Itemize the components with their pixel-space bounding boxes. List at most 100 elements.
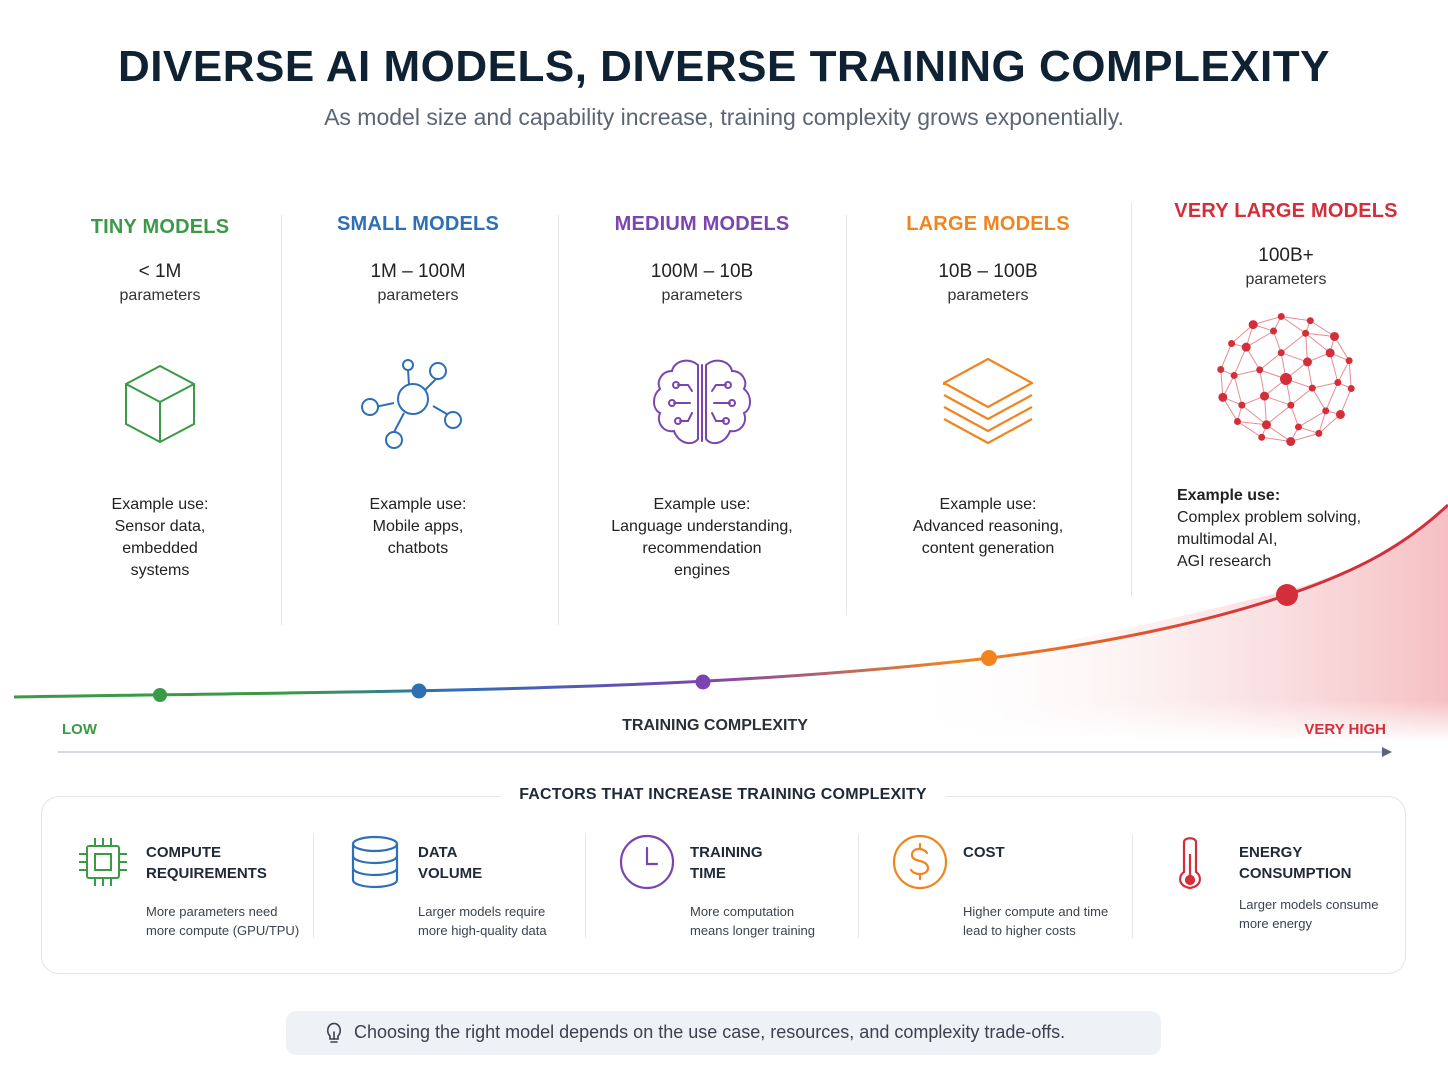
example-use-label: Example use: (653, 496, 751, 513)
axis-arrow-icon (1382, 747, 1392, 757)
factor-name-line: DATA (418, 844, 458, 861)
example-use-line: embedded (122, 540, 198, 557)
tier-very-large-models: VERY LARGE MODELS 100B+ parameters Examp… (1156, 200, 1416, 580)
sphere-node (1280, 373, 1292, 385)
column-divider (558, 215, 559, 625)
sphere-node (1258, 433, 1266, 441)
sphere-node (1347, 385, 1355, 393)
factor-desc-line: lead to higher costs (963, 923, 1076, 938)
sphere-node (1325, 348, 1335, 358)
axis-high-label: VERY HIGH (1304, 721, 1386, 738)
factor-compute-requirements: COMPUTE REQUIREMENTS More parameters nee… (41, 830, 313, 950)
factor-desc-line: More computation (690, 904, 795, 919)
sphere-node (1335, 409, 1345, 419)
sphere-node (1334, 379, 1342, 387)
factor-training-time: TRAINING TIME More computation means lon… (585, 830, 857, 950)
factor-name: TRAINING TIME (690, 842, 850, 884)
sphere-node (1256, 366, 1264, 374)
factor-divider (313, 834, 314, 938)
column-divider (281, 215, 282, 625)
note-text: Choosing the right model depends on the … (354, 1022, 1066, 1042)
factor-name-line: TIME (690, 865, 726, 882)
tier-name: VERY LARGE MODELS (1174, 200, 1398, 222)
tier-marker-tiny (153, 688, 167, 702)
tier-range: 100B+ (1258, 245, 1314, 266)
chip-icon (79, 838, 127, 886)
column-divider (1131, 202, 1132, 597)
sphere-node (1345, 357, 1353, 365)
tier-range: 10B – 100B (938, 261, 1038, 282)
dollar-coin-icon (892, 834, 948, 890)
example-use-label: Example use: (111, 496, 209, 513)
example-use-line: AGI research (1177, 553, 1272, 570)
sphere-node (1230, 371, 1238, 379)
tier-example-use: Example use: Mobile apps, chatbots (288, 494, 548, 560)
sphere-node (1270, 327, 1278, 335)
tier-marker-large (981, 650, 997, 666)
tier-example-use: Example use: Advanced reasoning, content… (858, 494, 1118, 560)
tier-params-label: parameters (661, 287, 743, 304)
sphere-node (1241, 342, 1251, 352)
tier-marker-medium (695, 674, 711, 690)
example-use-line: recommendation (642, 540, 762, 557)
factor-description: Higher compute and time lead to higher c… (963, 902, 1131, 940)
tier-params-label: parameters (1245, 271, 1327, 288)
sphere-node (1238, 401, 1246, 409)
tier-range: 100M – 10B (650, 261, 754, 282)
sphere-node (1217, 365, 1225, 373)
tier-tiny-models: TINY MODELS < 1M parameters Example use:… (30, 216, 290, 596)
database-icon (351, 835, 399, 889)
factor-name-line: COMPUTE (146, 844, 221, 861)
clock-icon (619, 834, 675, 890)
example-use-line: Sensor data, (114, 518, 206, 535)
factor-name-line: REQUIREMENTS (146, 865, 267, 882)
example-use-line: chatbots (387, 540, 449, 557)
tier-params-label: parameters (119, 287, 201, 304)
lightbulb-icon (326, 1022, 342, 1043)
example-use-line: multimodal AI, (1177, 531, 1278, 548)
factor-description: Larger models require more high-quality … (418, 902, 586, 940)
sphere-node (1277, 312, 1285, 320)
example-use-line: Advanced reasoning, (912, 518, 1064, 535)
example-use-line: Complex problem solving, (1177, 509, 1362, 526)
tier-range: < 1M (138, 261, 182, 282)
tier-name: SMALL MODELS (336, 213, 500, 235)
factor-desc-line: means longer training (690, 923, 816, 938)
factor-description: More parameters need more compute (GPU/T… (146, 902, 314, 940)
sphere-node (1233, 418, 1241, 426)
tier-example-use: Example use: Language understanding, rec… (572, 494, 832, 582)
factor-desc-line: more high-quality data (418, 923, 547, 938)
tier-name: TINY MODELS (90, 216, 230, 238)
sphere-node (1287, 401, 1295, 409)
sphere-node (1306, 317, 1314, 325)
tier-small-models: SMALL MODELS 1M – 100M parameters Exampl… (288, 213, 548, 593)
cube-icon (125, 365, 195, 443)
sphere-node (1302, 329, 1310, 337)
factor-name: DATA VOLUME (418, 842, 578, 884)
column-divider (846, 215, 847, 615)
sphere-node (1260, 391, 1270, 401)
factor-name: COST (963, 842, 1123, 863)
axis-title: TRAINING COMPLEXITY (622, 717, 808, 734)
sphere-node (1261, 420, 1271, 430)
neural-sphere-icon (1217, 312, 1355, 447)
factor-name-line: COST (963, 844, 1005, 861)
example-use-line: Language understanding, (611, 518, 793, 535)
curve-glow (900, 505, 1448, 740)
factor-desc-line: more energy (1239, 916, 1312, 931)
factor-description: More computation means longer training (690, 902, 858, 940)
curve-line (13, 503, 1448, 699)
factor-desc-line: Larger models require (418, 904, 546, 919)
factor-desc-line: More parameters need (146, 904, 278, 919)
tier-medium-models: MEDIUM MODELS 100M – 10B parameters Exam… (572, 213, 832, 593)
factor-desc-line: Larger models consume (1239, 897, 1379, 912)
factor-divider (1132, 834, 1133, 938)
factors-panel (41, 796, 1406, 974)
sphere-node (1330, 331, 1340, 341)
example-use-line: content generation (921, 540, 1055, 557)
example-use-label: Example use: (1177, 487, 1281, 504)
network-nodes-icon (361, 359, 462, 449)
factor-energy-consumption: ENERGY CONSUMPTION Larger models consume… (1132, 830, 1404, 950)
factor-desc-line: more compute (GPU/TPU) (146, 923, 300, 938)
sphere-node (1302, 357, 1312, 367)
